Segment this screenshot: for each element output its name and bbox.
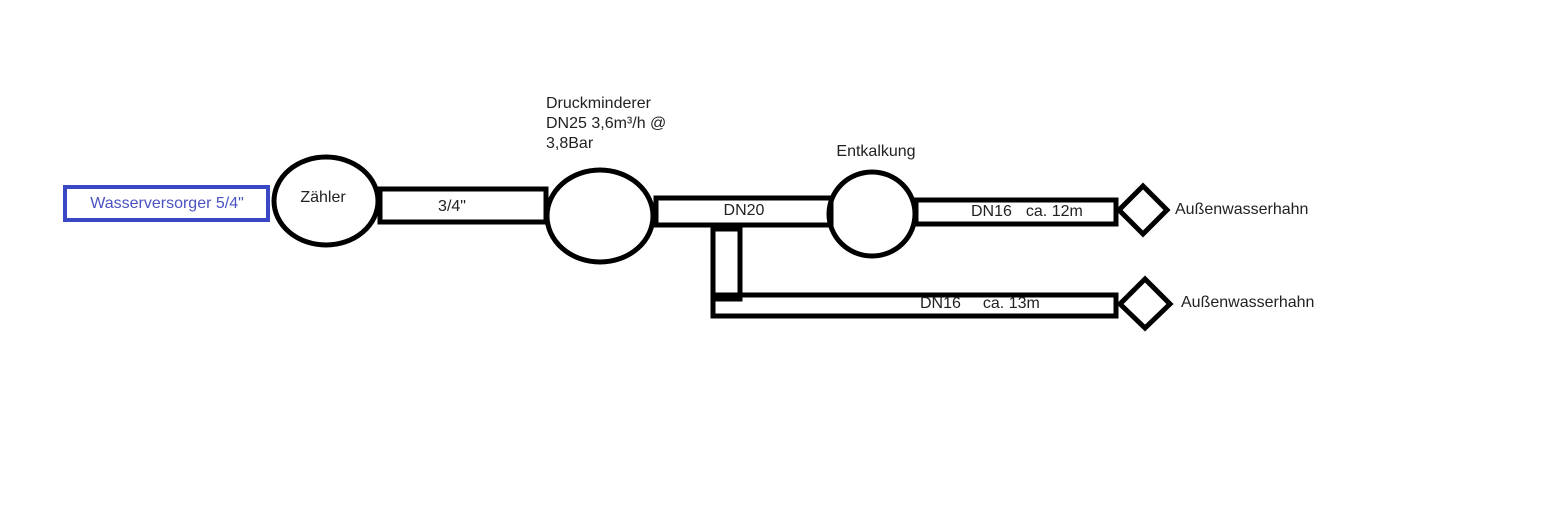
branch-1-size: DN16 bbox=[971, 203, 1012, 220]
decalcifier-node bbox=[826, 169, 918, 259]
pressure-reducer-line-2: DN25 3,6m³/h @ bbox=[546, 115, 667, 132]
pressure-reducer-label: Druckminderer DN25 3,6m³/h @ 3,8Bar bbox=[546, 94, 666, 154]
pipe-dn20-label: DN20 bbox=[723, 202, 765, 219]
branch-2-size: DN16 bbox=[920, 295, 961, 312]
branch-1-label: DN16 ca. 12m bbox=[971, 202, 1083, 222]
pressure-reducer-line-1: Druckminderer bbox=[546, 95, 651, 112]
pressure-reducer-node bbox=[544, 167, 656, 265]
branch-1-length: ca. 12m bbox=[1025, 203, 1083, 220]
pipe-3-4-label: 3/4" bbox=[438, 198, 466, 215]
pipe-dn16-branch-2 bbox=[710, 292, 1119, 319]
branch-2-label: DN16 ca. 13m bbox=[920, 294, 1040, 314]
pressure-reducer-line-3: 3,8Bar bbox=[546, 135, 594, 152]
source-label: Wasserversorger 5/4" bbox=[90, 195, 244, 212]
decalcifier-label: Entkalkung bbox=[836, 143, 916, 160]
pipe-vertical-branch bbox=[710, 226, 743, 302]
tap-2-diamond bbox=[1116, 275, 1174, 332]
tap-1-diamond bbox=[1115, 182, 1171, 238]
tap-1-label: Außenwasserhahn bbox=[1175, 201, 1309, 218]
pipe-dn16-branch-1 bbox=[913, 197, 1119, 227]
tap-2-label: Außenwasserhahn bbox=[1181, 294, 1315, 311]
meter-label: Zähler bbox=[300, 189, 346, 206]
branch-2-length: ca. 13m bbox=[982, 295, 1040, 312]
source-box bbox=[63, 185, 270, 222]
